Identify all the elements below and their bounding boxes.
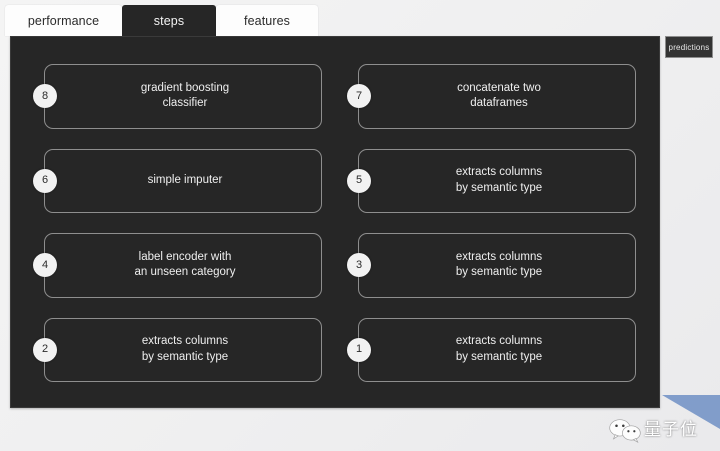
step-badge: 8	[33, 84, 57, 109]
step-card[interactable]: 6 simple imputer	[33, 148, 322, 213]
tab-bar: performance steps features	[5, 5, 318, 36]
tab-features[interactable]: features	[216, 5, 318, 36]
step-label: simple imputer	[147, 173, 223, 186]
step-label: extracts columns by semantic type	[455, 166, 543, 194]
step-card[interactable]: 7 concatenate two dataframes	[347, 64, 636, 129]
steps-grid: 8 gradient boosting classifier 7 concate…	[10, 36, 660, 408]
tab-features-label: features	[244, 13, 290, 28]
step-label: extracts columns by semantic type	[455, 335, 543, 363]
step-card[interactable]: 4 label encoder with an unseen category	[33, 233, 322, 298]
tab-predictions[interactable]: predictions	[665, 36, 713, 58]
step-label: extracts columns by semantic type	[455, 250, 543, 279]
tab-steps[interactable]: steps	[122, 5, 216, 36]
step-card[interactable]: 1 extracts columns by semantic type	[347, 317, 636, 382]
tab-steps-label: steps	[153, 13, 185, 28]
accent-triangle	[662, 395, 720, 429]
step-label: gradient boosting classifier	[140, 81, 230, 110]
step-badge: 5	[347, 168, 371, 193]
tab-performance-label: performance	[27, 13, 100, 28]
step-card[interactable]: 5 extracts columns by semantic type	[347, 148, 636, 213]
step-card[interactable]: 8 gradient boosting classifier	[33, 64, 322, 129]
step-badge: 3	[347, 253, 371, 278]
step-label: extracts columns by semantic type	[141, 335, 229, 363]
tab-predictions-label: predictions	[668, 42, 710, 52]
step-card[interactable]: 3 extracts columns by semantic type	[347, 233, 636, 298]
step-badge: 1	[347, 337, 371, 362]
step-card[interactable]: 2 extracts columns by semantic type	[33, 317, 322, 382]
step-badge: 6	[33, 168, 57, 193]
watermark-content: 量子位	[608, 417, 698, 443]
step-badge: 4	[33, 253, 57, 278]
tab-performance[interactable]: performance	[5, 5, 122, 36]
step-label: concatenate two dataframes	[457, 81, 541, 110]
step-badge: 7	[347, 84, 371, 109]
wechat-icon	[608, 417, 642, 443]
step-label: label encoder with an unseen category	[134, 250, 236, 279]
watermark-text: 量子位	[644, 419, 698, 440]
step-badge: 2	[33, 337, 57, 362]
